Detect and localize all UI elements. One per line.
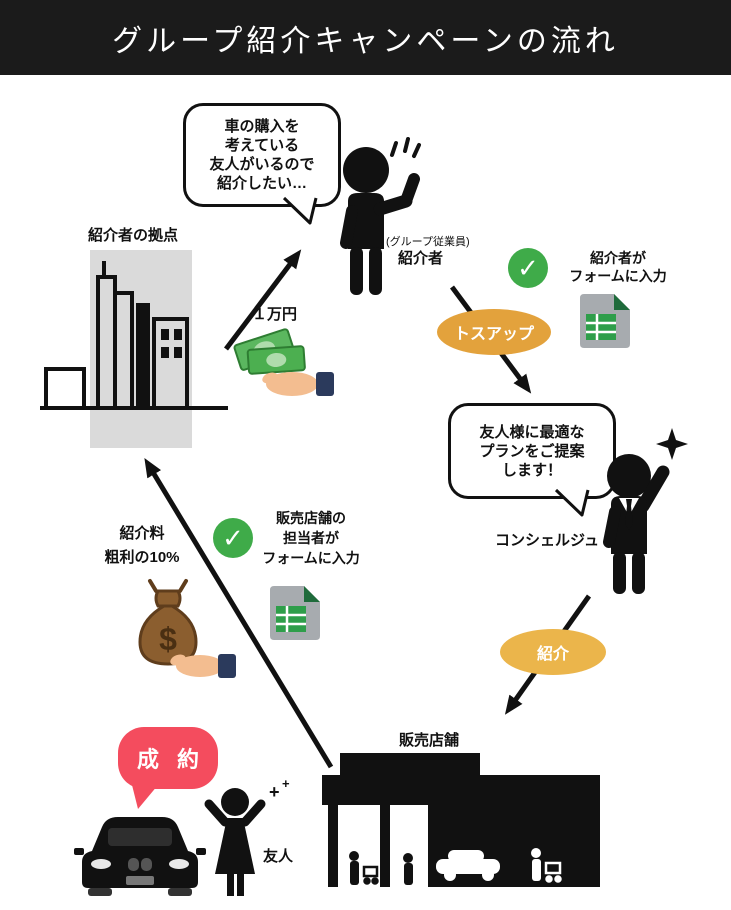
friend-label: 友人: [263, 848, 294, 865]
friend-person-icon: + +: [204, 778, 290, 896]
text-line: 友人様に最適な: [479, 423, 585, 441]
check-icon: ✓: [213, 518, 253, 558]
necktie-icon: [625, 499, 633, 530]
tossup-step-badge: トスアップ: [437, 309, 551, 355]
checkmark-glyph: ✓: [222, 522, 244, 553]
text-line: 担当者が: [283, 530, 339, 546]
introducer-note-label: (グループ従業員): [386, 236, 470, 248]
sparkle-icon: [656, 428, 688, 460]
text-line: プランをご提案: [479, 442, 585, 460]
text-line: 紹介したい…: [216, 175, 307, 192]
tossup-label: トスアップ: [453, 326, 534, 343]
text-line: 販売店舗の: [276, 510, 346, 526]
plus-sparkle-icon: +: [269, 782, 280, 802]
text-line: 車の購入を: [224, 118, 300, 135]
text-line: 考えている: [224, 137, 300, 154]
text-line: 紹介者が: [590, 250, 646, 266]
contract-bubble: 成 約: [118, 727, 218, 789]
dollar-sign-glyph: $: [159, 621, 177, 657]
contract-label: 成 約: [136, 747, 206, 772]
plus-sparkle-icon: +: [282, 778, 290, 791]
speech-bubble-text: 車の購入を 考えている 友人がいるので 紹介したい…: [209, 117, 314, 193]
speech-bubble-text: 友人様に最適な プランをご提案 します！: [479, 423, 584, 480]
speech-bubble-tail: [282, 196, 318, 225]
store-label: 販売店舗: [399, 732, 460, 749]
arrow-base-to-introducer: [224, 249, 302, 351]
speech-bubble-tail: [554, 488, 590, 517]
text-line: 友人がいるので: [209, 156, 315, 173]
text-line: します！: [501, 461, 562, 479]
base-label: 紹介者の拠点: [88, 227, 179, 244]
intro-label: 紹介: [536, 646, 569, 663]
text-line: 粗利の10%: [104, 549, 180, 566]
shopper-person-icon: [531, 848, 541, 881]
money-hand-icon: [233, 328, 334, 396]
check-icon: ✓: [508, 248, 548, 288]
introducer-form-note: 紹介者が フォームに入力: [550, 249, 686, 285]
car-icon: [74, 817, 206, 896]
office-buildings-icon: [40, 250, 228, 448]
page-title: グループ紹介キャンペーンの流れ: [112, 24, 619, 58]
intro-step-badge: 紹介: [500, 629, 606, 675]
spreadsheet-icon: [580, 294, 630, 348]
store-building-icon: [322, 753, 600, 887]
text-line: フォームに入力: [262, 550, 360, 566]
spreadsheet-icon: [270, 586, 320, 640]
shopping-cart-icon: [544, 861, 562, 883]
concierge-person-icon: [603, 428, 688, 594]
showroom-car-icon: [436, 850, 500, 881]
shopper-person-icon: [349, 851, 413, 885]
concierge-label: コンシェルジュ: [495, 532, 599, 549]
speech-bubble-proposal: 友人様に最適な プランをご提案 します！: [448, 403, 616, 499]
checkmark-glyph: ✓: [517, 252, 539, 283]
header-bar: グループ紹介キャンペーンの流れ: [0, 0, 731, 75]
introducer-label: 紹介者: [398, 250, 444, 267]
store-form-note: 販売店舗の 担当者が フォームに入力: [255, 508, 367, 568]
shopping-cart-icon: [362, 865, 379, 885]
contract-bubble-tail: [132, 785, 158, 809]
introducer-person-icon: [340, 137, 421, 295]
text-line: フォームに入力: [569, 268, 667, 284]
fee-label: 紹介料 粗利の10%: [92, 522, 192, 570]
exclamation-ticks-icon: [390, 137, 421, 158]
money-bag-icon: $: [138, 579, 236, 678]
arrow-store-to-base: [144, 458, 334, 769]
reward-label: １万円: [252, 306, 298, 323]
speech-bubble-want-intro: 車の購入を 考えている 友人がいるので 紹介したい…: [183, 103, 341, 207]
text-line: 紹介料: [119, 525, 165, 542]
